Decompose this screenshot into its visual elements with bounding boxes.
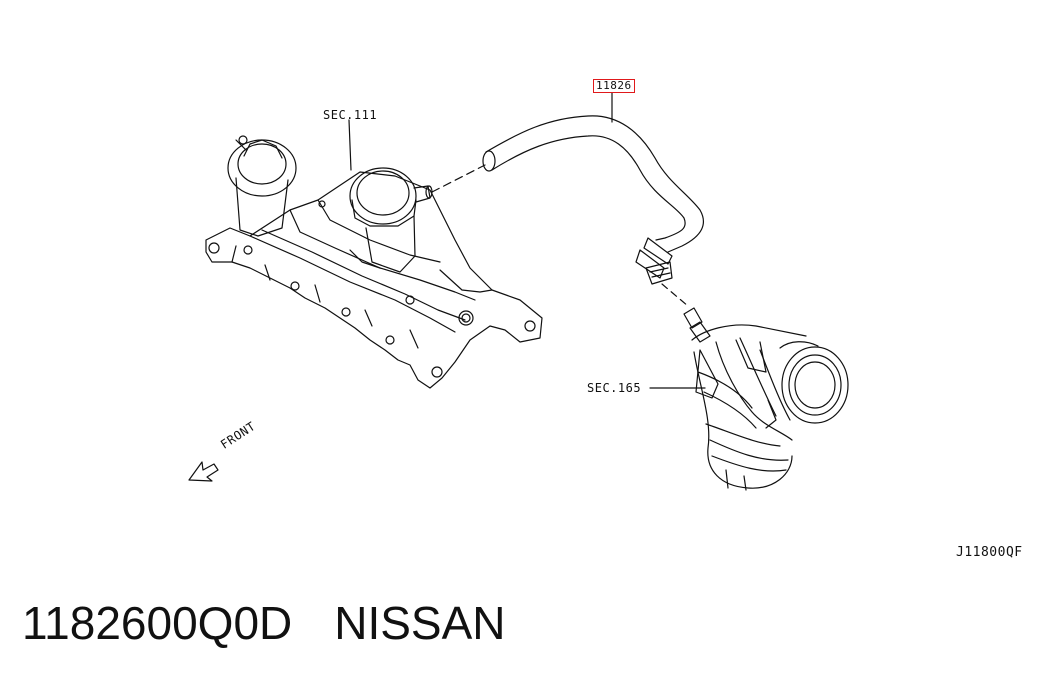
diagram-ref-code: J11800QF [956, 545, 1023, 560]
sec-165-label: SEC.165 [587, 381, 642, 395]
footer-title: 1182600Q0D NISSAN [22, 596, 506, 650]
rocker-cover [205, 135, 543, 389]
part-number: 1182600Q0D [22, 597, 293, 649]
dash-line-hose-to-duct [661, 283, 689, 307]
sec111-leader [348, 119, 352, 171]
sec-111-label: SEC.111 [323, 108, 378, 122]
air-duct [683, 307, 849, 491]
part-callout-label: 11826 [593, 79, 635, 93]
blow-by-hose [482, 115, 704, 285]
brand-name: NISSAN [334, 597, 506, 649]
dash-line-cover-to-hose [431, 164, 486, 193]
front-arrow-icon [188, 461, 219, 482]
